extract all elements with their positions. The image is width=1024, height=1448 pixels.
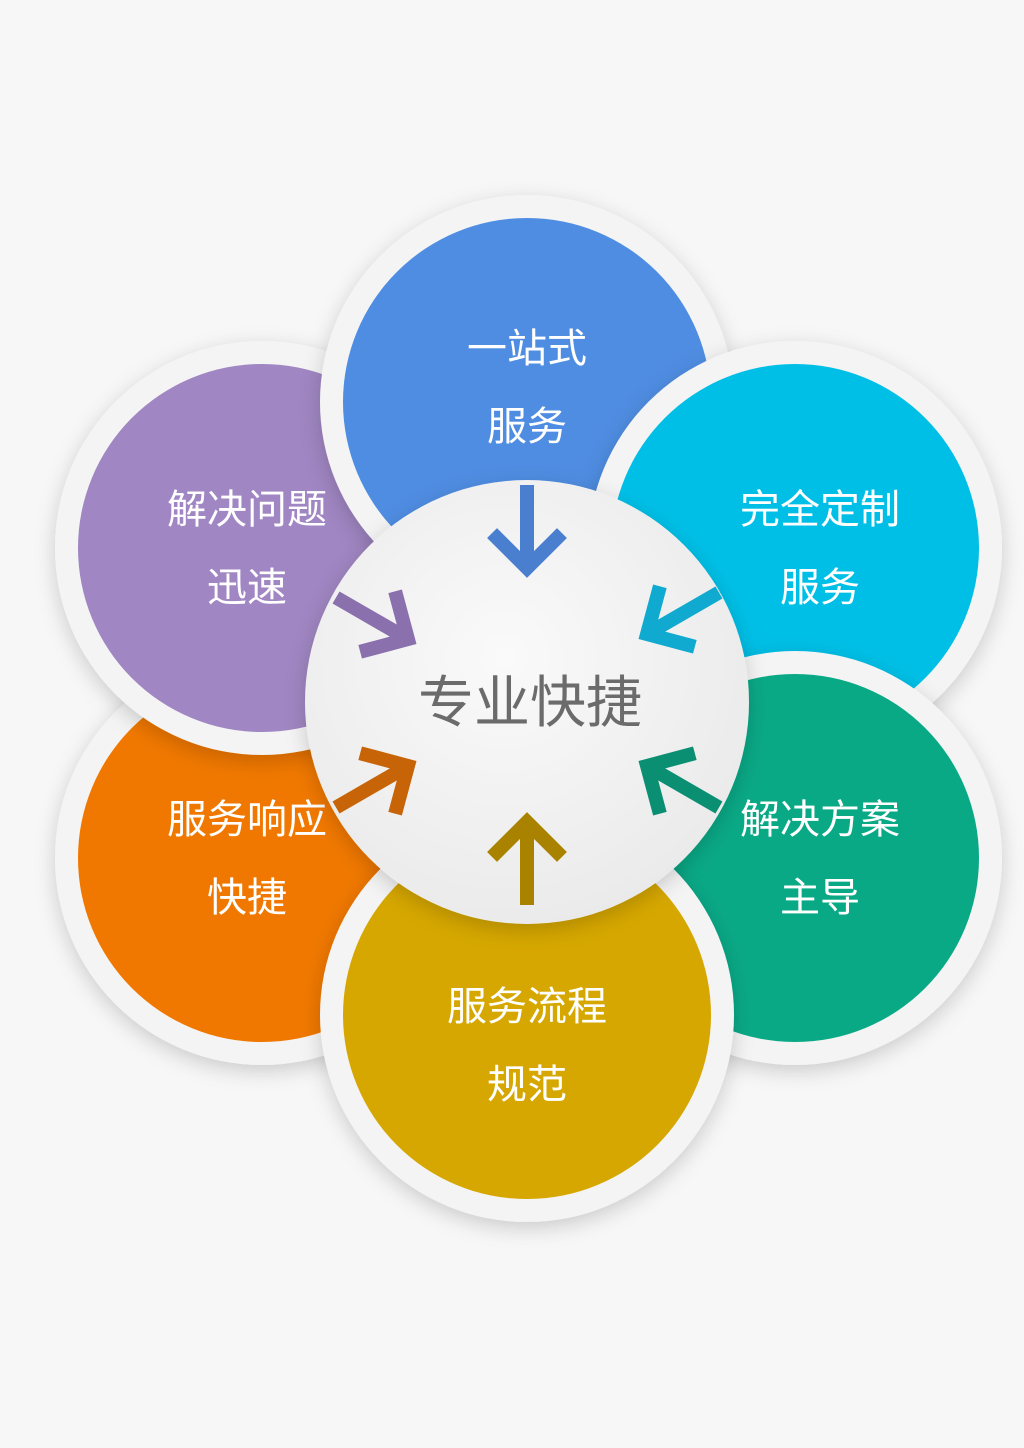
- arrow-icon: [638, 746, 723, 816]
- center-label: 专业快捷: [418, 671, 642, 736]
- center-circle: [305, 480, 749, 924]
- petal-label: 服务响应: [167, 797, 327, 843]
- arrow-icon: [332, 589, 417, 659]
- arrow-icon: [332, 746, 417, 816]
- petal-label: 解决问题: [167, 487, 327, 533]
- center-hub: 专业快捷: [305, 480, 749, 924]
- petal-label: 规范: [487, 1062, 567, 1108]
- arrow-icon: [487, 812, 567, 905]
- petal-label: 服务流程: [447, 984, 607, 1030]
- arrow-icon: [638, 584, 723, 654]
- petal-label: 迅速: [207, 565, 287, 611]
- petal-circle: [343, 831, 711, 1199]
- petal-label: 服务: [780, 565, 860, 611]
- petal-label: 服务: [487, 404, 567, 450]
- petal-label: 完全定制: [740, 487, 900, 533]
- petal-label: 一站式: [467, 326, 587, 372]
- petal-label: 解决方案: [740, 797, 900, 843]
- petal-label: 主导: [780, 875, 860, 921]
- arrow-icon: [487, 485, 567, 578]
- petal-label: 快捷: [207, 875, 287, 921]
